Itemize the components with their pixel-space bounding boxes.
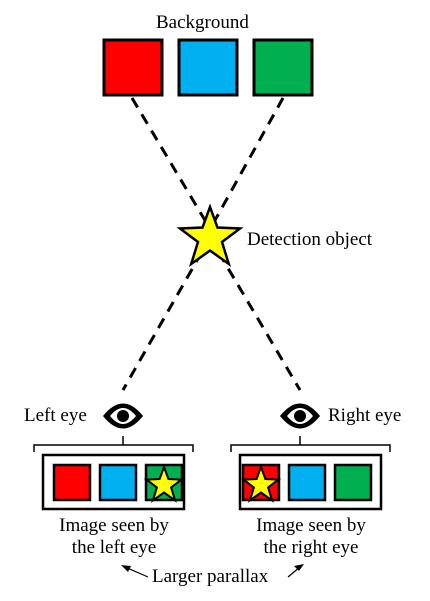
background-label: Background: [156, 12, 249, 33]
right-image-square-blue: [287, 463, 327, 502]
left-image-star-icon: [143, 464, 185, 503]
parallax-arrow-right-icon: [287, 564, 304, 578]
left-eye-caption-line1: Image seen by: [59, 515, 169, 536]
right-image-square-green: [333, 463, 373, 502]
right-image-star-icon: [240, 464, 282, 503]
left-image-bracket: [33, 436, 194, 452]
detection-object-star-icon: [176, 203, 244, 268]
right-eye-icon: [280, 403, 320, 429]
sight-line-right-upper: [212, 97, 285, 223]
sight-line-left-upper: [130, 97, 208, 223]
left-eye-caption-line2: the left eye: [71, 537, 157, 558]
right-eye-caption-line1: Image seen by: [256, 515, 366, 536]
right-eye-caption: Image seen by the right eye: [240, 515, 382, 559]
left-eye-label: Left eye: [24, 405, 87, 426]
left-eye-icon: [103, 403, 143, 429]
left-image-square-red: [52, 463, 92, 502]
parallax-arrow-left-icon: [121, 565, 149, 578]
background-square-blue: [177, 38, 239, 97]
right-eye-caption-line2: the right eye: [263, 537, 359, 558]
background-square-red: [102, 38, 164, 97]
right-image-bracket: [230, 436, 391, 452]
background-square-green: [252, 38, 314, 97]
left-eye-caption: Image seen by the left eye: [44, 515, 184, 559]
right-eye-label: Right eye: [328, 405, 402, 426]
larger-parallax-label: Larger parallax: [152, 566, 269, 587]
left-image-square-blue: [98, 463, 138, 502]
detection-object-label: Detection object: [247, 229, 373, 250]
